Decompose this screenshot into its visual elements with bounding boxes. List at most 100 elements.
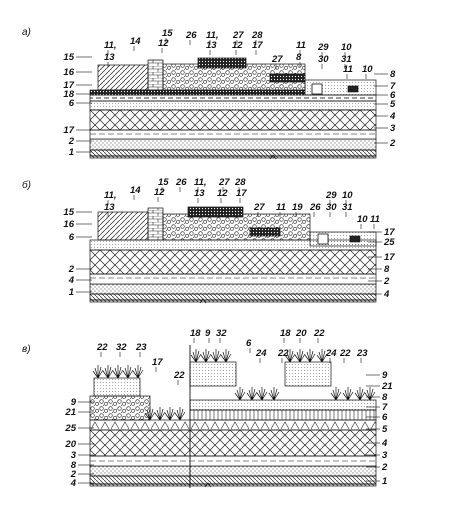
grass-tuft [294, 349, 306, 363]
section-a-letter: а) [22, 27, 31, 38]
callout-label: 6 [390, 90, 396, 101]
callout-label: 25 [383, 237, 395, 248]
callout-label: 32 [216, 328, 227, 339]
callout-label: 27 [232, 30, 244, 41]
layer-substrate-right [189, 399, 377, 411]
callout-label: 16 [63, 219, 74, 230]
callout-label: 26 [185, 30, 197, 41]
callout-label: 9 [71, 397, 77, 408]
callout-label: 10 [341, 42, 352, 53]
callout-label: 8 [296, 52, 302, 63]
grass-tuft [200, 349, 212, 363]
callout-label: 4 [389, 111, 396, 122]
callout-label: 22 [339, 348, 351, 359]
layer-drainage [89, 249, 377, 275]
block-substrate-right [284, 361, 332, 387]
layer-separating [89, 100, 377, 111]
callout-label: 17 [152, 357, 163, 368]
callout-label: 10 [362, 64, 373, 75]
callout-label: 13 [104, 52, 115, 63]
layer-storage [89, 419, 377, 431]
block-edge [147, 207, 164, 241]
callout-label: 28 [251, 30, 263, 41]
callout-label: 29 [317, 42, 329, 53]
callout-label: 26 [309, 202, 321, 213]
grass-tuft [246, 387, 258, 401]
callout-label: 18 [190, 328, 201, 339]
callout-label: 10 [342, 190, 353, 201]
callout-label: 13 [104, 202, 115, 213]
block-pavement [197, 57, 247, 69]
callout-label: 15 [63, 52, 74, 63]
layer-geotextile [89, 129, 377, 140]
callout-label: 17 [63, 125, 74, 136]
callout-label: 11, [104, 40, 117, 51]
block-substrate-left [93, 377, 141, 397]
callout-label: 24 [255, 348, 267, 359]
callout-label: 2 [68, 264, 75, 275]
callout-label: 15 [63, 207, 74, 218]
grass-tuft [304, 349, 316, 363]
callout-label: 22 [277, 348, 289, 359]
callout-label: 11, [194, 177, 207, 188]
grass-tuft [164, 407, 176, 421]
grass-tuft [220, 349, 232, 363]
grass-tuft [102, 365, 114, 379]
layer-sand [89, 138, 377, 151]
callout-label: 2 [383, 276, 390, 287]
callout-label: 12 [154, 187, 165, 198]
callout-label: 6 [382, 412, 388, 423]
callout-label: 21 [381, 381, 393, 392]
callout-label: 24 [325, 348, 337, 359]
callout-label: 7 [390, 81, 396, 92]
callout-label: 31 [341, 54, 352, 65]
callout-label: 7 [382, 402, 388, 413]
grass-tuft [190, 349, 202, 363]
layer-sand [89, 283, 377, 295]
callout-label: 18 [63, 89, 74, 100]
callout-label: 11, [206, 30, 219, 41]
callout-label: 29 [325, 190, 337, 201]
callout-label: 28 [234, 177, 246, 188]
callout-label: 2 [70, 469, 77, 480]
layer-geotextile [89, 273, 377, 285]
grass-tuft [112, 365, 124, 379]
callout-label: 20 [295, 328, 307, 339]
callout-label: 30 [318, 54, 329, 65]
callout-label: 17 [252, 40, 263, 51]
callout-label: 31 [342, 202, 353, 213]
grass-tuft [210, 349, 222, 363]
vegetation [92, 349, 376, 421]
layer-drainage [89, 429, 377, 457]
callout-label: 23 [356, 348, 368, 359]
block-curb-left [97, 64, 149, 91]
callout-label: 6 [69, 232, 75, 243]
callout-label: 14 [130, 36, 141, 47]
callout-label: 4 [381, 438, 388, 449]
callout-label: 1 [69, 147, 74, 158]
callout-label: 3 [71, 450, 77, 461]
callout-label: 5 [390, 99, 396, 110]
layer-drainage [89, 109, 377, 131]
callout-label: 18 [280, 328, 291, 339]
grass-tuft [144, 407, 156, 421]
callout-label: 19 [292, 202, 303, 213]
layer-insulation [89, 94, 377, 102]
block-pavement [187, 206, 244, 218]
callout-label: 15 [162, 28, 173, 39]
callout-label: 3 [382, 450, 388, 461]
section-v-letter: в) [22, 344, 31, 355]
callout-label: 3 [390, 123, 396, 134]
callout-label: 4 [70, 478, 77, 489]
callout-label: 26 [175, 177, 187, 188]
callout-label: 32 [116, 342, 127, 353]
